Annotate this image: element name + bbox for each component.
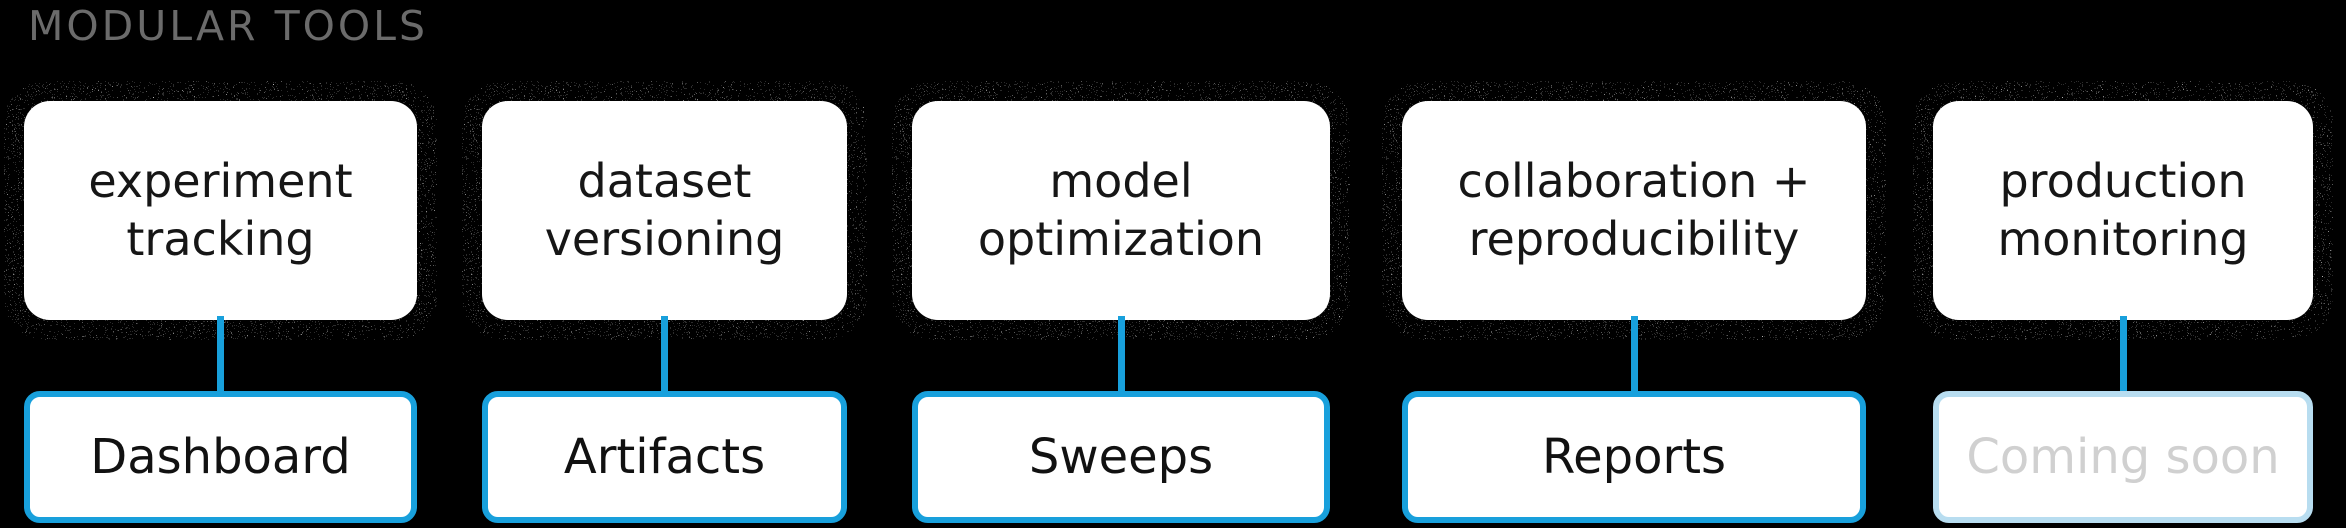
product-card-sweeps: Sweeps (912, 391, 1330, 523)
product-label: Coming soon (1966, 429, 2280, 485)
tool-card-production-monitoring: production monitoring (1913, 81, 2333, 340)
product-card-coming-soon: Coming soon (1933, 391, 2313, 523)
tool-card-surface: production monitoring (1933, 101, 2313, 320)
tool-label: experiment tracking (88, 153, 353, 266)
product-label: Sweeps (1028, 429, 1214, 485)
connector-line (217, 316, 224, 396)
product-card-dashboard: Dashboard (24, 391, 417, 523)
product-label: Artifacts (563, 429, 766, 485)
tool-card-surface: experiment tracking (24, 101, 417, 320)
connector-line (2120, 316, 2127, 396)
tool-card-surface: collaboration + reproducibility (1402, 101, 1866, 320)
tool-card-dataset-versioning: dataset versioning (462, 81, 867, 340)
tool-card-collaboration-reproducibility: collaboration + reproducibility (1382, 81, 1886, 340)
product-label: Reports (1541, 429, 1727, 485)
tool-card-surface: model optimization (912, 101, 1330, 320)
tool-label: collaboration + reproducibility (1457, 153, 1811, 266)
tool-card-experiment-tracking: experiment tracking (4, 81, 437, 340)
tool-card-surface: dataset versioning (482, 101, 847, 320)
connector-line (661, 316, 668, 396)
product-card-reports: Reports (1402, 391, 1866, 523)
product-label: Dashboard (90, 429, 351, 485)
section-title: MODULAR TOOLS (28, 2, 429, 50)
connector-line (1631, 316, 1638, 396)
tool-label: model optimization (977, 153, 1265, 266)
product-card-artifacts: Artifacts (482, 391, 847, 523)
tool-label: dataset versioning (544, 153, 785, 266)
tool-label: production monitoring (1997, 153, 2249, 266)
connector-line (1118, 316, 1125, 396)
tool-card-model-optimization: model optimization (892, 81, 1350, 340)
